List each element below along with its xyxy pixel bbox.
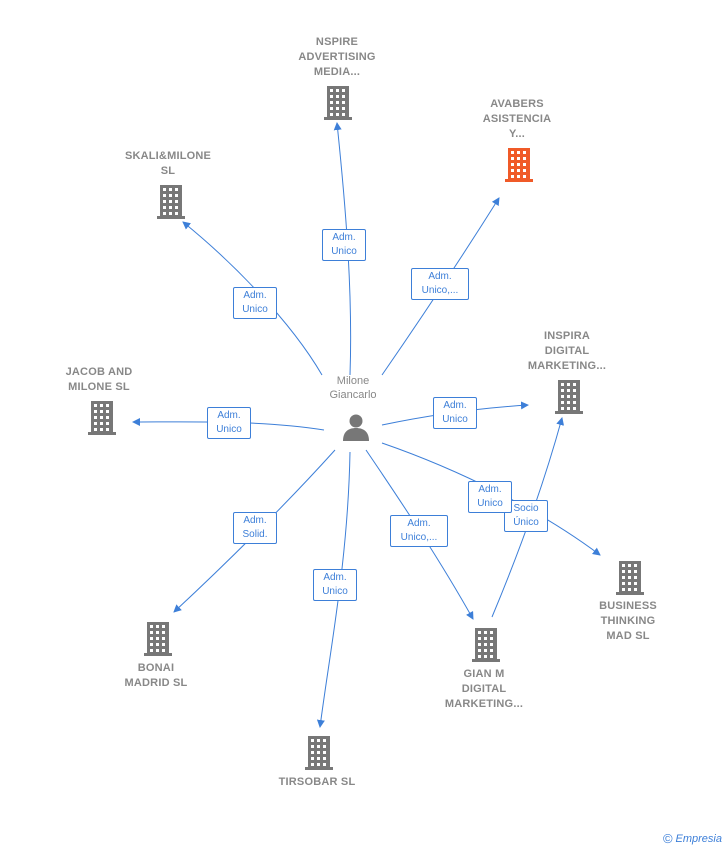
building-icon-bonai[interactable] (142, 620, 174, 656)
relation-label-avabers[interactable]: Adm. Unico,... (411, 268, 469, 300)
building-icon-skali[interactable] (155, 183, 187, 219)
company-label-bonai[interactable]: BONAI MADRID SL (124, 662, 188, 689)
company-label-skali[interactable]: SKALI&MILONE SL (124, 150, 212, 177)
building-icon-inspira[interactable] (553, 378, 585, 414)
company-label-nspire[interactable]: NSPIRE ADVERTISING MEDIA... (298, 36, 376, 78)
person-icon[interactable] (341, 412, 371, 442)
company-label-inspira[interactable]: INSPIRA DIGITAL MARKETING... (527, 330, 607, 372)
relation-label-gian[interactable]: Adm. Unico,... (390, 515, 448, 547)
building-icon-nspire[interactable] (322, 84, 354, 120)
brand-name: Empresia (675, 832, 722, 845)
relation-label-bonai[interactable]: Adm. Solid. (233, 512, 277, 544)
relation-label-business[interactable]: Adm. Unico (468, 481, 512, 513)
building-icon-gian[interactable] (470, 626, 502, 662)
relation-label-inspira[interactable]: Adm. Unico (433, 397, 477, 429)
footer-brand[interactable]: © Empresia (663, 831, 722, 846)
person-name-line1: Milone (336, 375, 370, 387)
relation-label-tirsobar[interactable]: Adm. Unico (313, 569, 357, 601)
company-label-gian[interactable]: GIAN M DIGITAL MARKETING... (444, 668, 524, 710)
edge-tirsobar (316, 451, 351, 728)
copyright-icon: © (662, 831, 673, 846)
person-name[interactable]: Milone Giancarlo (293, 374, 413, 402)
company-label-jacob[interactable]: JACOB AND MILONE SL (65, 366, 133, 393)
building-icon-avabers[interactable] (503, 146, 535, 182)
relation-label-skali[interactable]: Adm. Unico (233, 287, 277, 319)
company-label-avabers[interactable]: AVABERS ASISTENCIA Y... (482, 98, 552, 140)
person-name-line2: Giancarlo (329, 389, 377, 401)
building-icon-tirsobar[interactable] (303, 734, 335, 770)
relation-label-nspire[interactable]: Adm. Unico (322, 229, 366, 261)
building-icon-jacob[interactable] (86, 399, 118, 435)
company-label-business[interactable]: BUSINESS THINKING MAD SL (599, 600, 657, 642)
building-icon-business[interactable] (614, 559, 646, 595)
relation-label-jacob[interactable]: Adm. Unico (207, 407, 251, 439)
company-label-tirsobar[interactable]: TIRSOBAR SL (278, 776, 356, 788)
